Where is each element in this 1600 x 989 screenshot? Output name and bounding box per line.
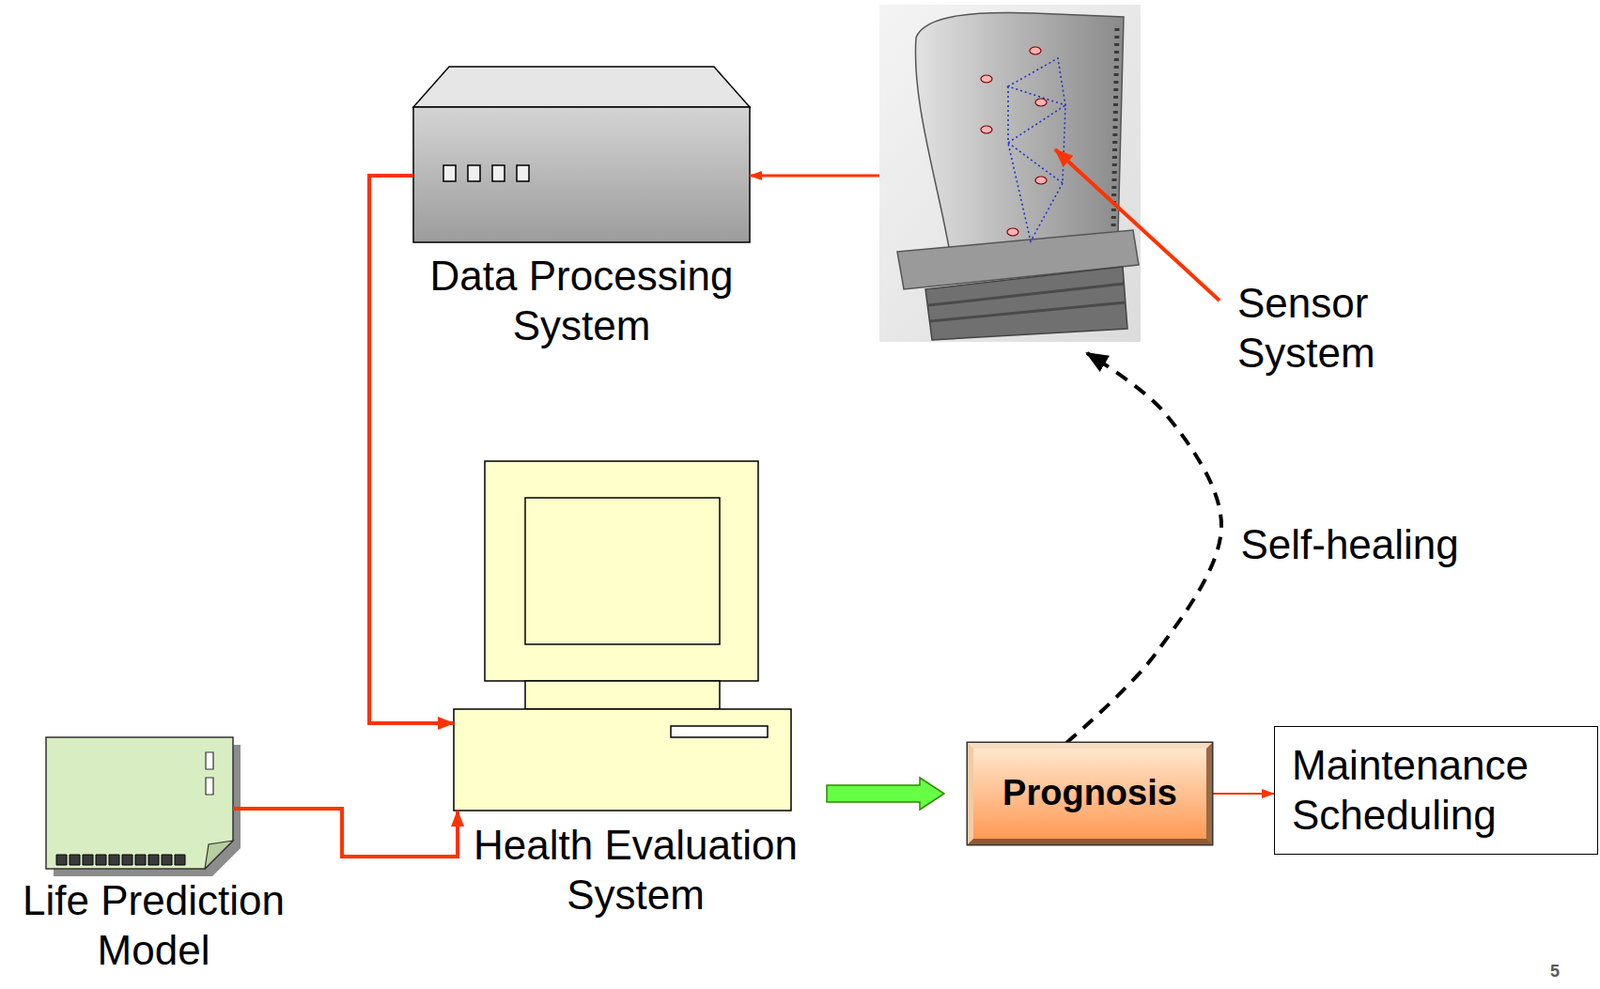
sensor-node: Sensor System	[879, 4, 1141, 342]
server-node: Data Processing System	[413, 66, 750, 243]
sensor-dot	[1035, 98, 1047, 107]
card-body	[46, 737, 234, 870]
flow-arrow	[826, 777, 945, 810]
card-pins	[56, 854, 186, 866]
card-fold	[204, 840, 234, 870]
server-body	[413, 107, 750, 243]
monitor	[484, 461, 759, 682]
sensor-dot	[1007, 228, 1019, 236]
turbine-blade-photo	[879, 4, 1141, 342]
blade-airfoil	[915, 12, 1124, 259]
computer-node: Health Evaluation System	[453, 461, 792, 811]
monitor-neck	[525, 681, 720, 710]
page-number: 5	[1550, 962, 1560, 982]
node-label: Data Processing System	[393, 251, 770, 352]
document-node: Life Prediction Model	[46, 737, 234, 870]
drive-slot	[670, 726, 768, 738]
connectors	[233, 175, 1274, 857]
data-arrow	[749, 174, 880, 178]
process-box: Prognosis	[967, 743, 1212, 845]
card-marks	[205, 752, 214, 795]
box-label: Maintenance Scheduling	[1291, 741, 1581, 841]
leader-arrow	[1055, 149, 1220, 301]
node-label: Health Evaluation System	[438, 821, 834, 921]
data-arrow	[233, 808, 458, 857]
sensor-dot	[980, 75, 993, 83]
server-lights	[443, 165, 529, 182]
server-top	[413, 66, 750, 108]
sensor-dot	[1029, 46, 1041, 55]
node-label: Life Prediction Model	[3, 876, 305, 977]
cooling-holes	[1113, 28, 1118, 231]
feedback-arrow	[1066, 353, 1222, 744]
box-label: Prognosis	[1002, 772, 1178, 816]
computer-base	[453, 709, 792, 811]
document-card-icon	[46, 737, 241, 877]
data-arrow	[1211, 792, 1274, 795]
photo-ground	[879, 4, 1141, 342]
monitor-screen	[525, 497, 720, 645]
computer-icon	[453, 461, 792, 811]
root-ridges	[928, 283, 1126, 322]
blade-root	[925, 266, 1128, 341]
sensor-dot	[1035, 176, 1047, 185]
process-box: Maintenance Scheduling	[1273, 726, 1599, 855]
sensor-dots	[980, 46, 1047, 236]
sensor-dot	[980, 125, 993, 134]
edge-label: Self-healing	[1236, 520, 1462, 571]
node-label: Sensor System	[1237, 279, 1445, 379]
server-icon	[413, 66, 750, 243]
